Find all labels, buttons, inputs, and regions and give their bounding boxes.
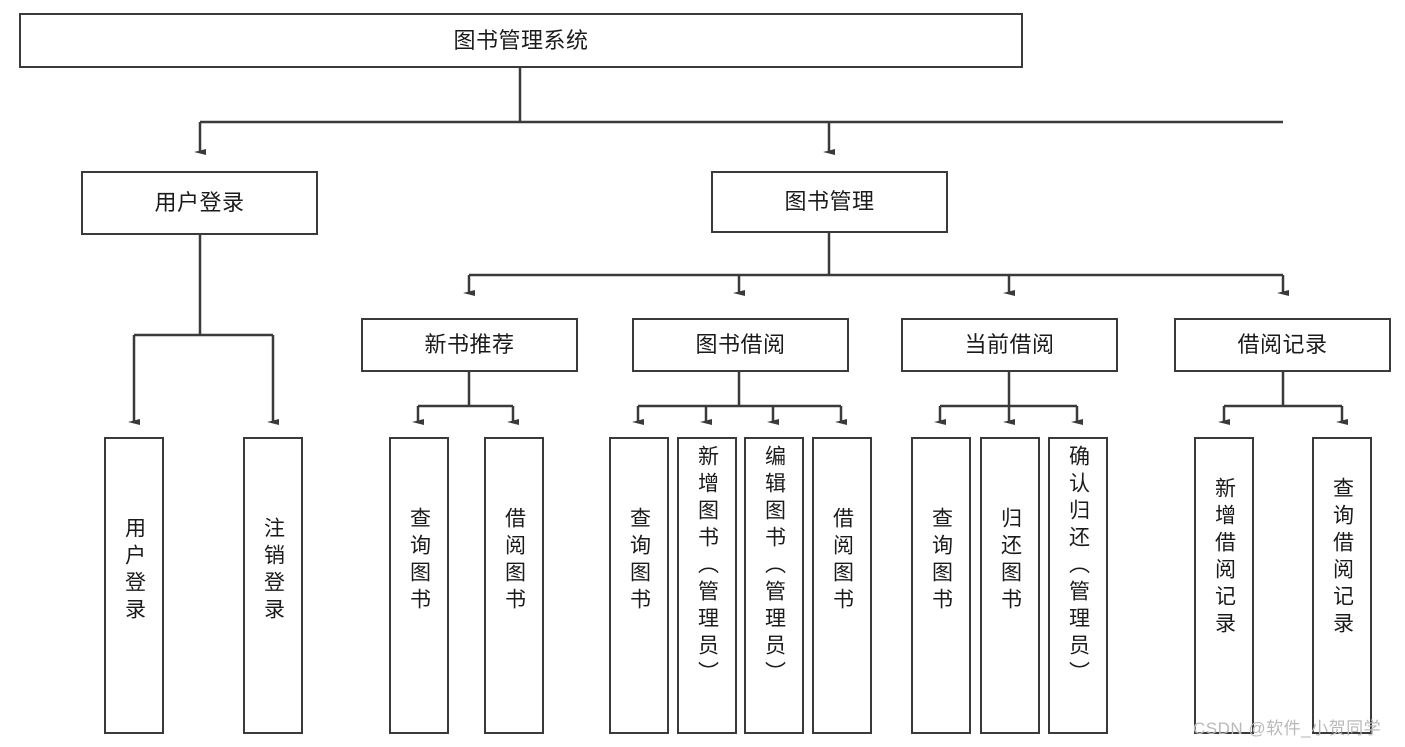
- leaf-user-login-0[interactable]: 用户登录: [104, 437, 164, 734]
- leaf-current-borrow-2-label: 确认归还（管理员）: [1066, 445, 1090, 688]
- node-root[interactable]: 图书管理系统: [19, 13, 1023, 68]
- node-current-borrow[interactable]: 当前借阅: [901, 318, 1118, 372]
- node-book-manage-label: 图书管理: [784, 189, 875, 215]
- node-root-label: 图书管理系统: [453, 27, 589, 53]
- leaf-current-borrow-1-label: 归还图书: [998, 507, 1022, 615]
- leaf-book-borrow-1[interactable]: 新增图书（管理员）: [677, 437, 737, 734]
- leaf-user-login-1-label: 注销登录: [261, 517, 285, 625]
- node-new-book-rec-label: 新书推荐: [424, 332, 515, 358]
- leaf-current-borrow-1[interactable]: 归还图书: [980, 437, 1040, 734]
- leaf-new-book-rec-1-label: 借阅图书: [502, 507, 526, 615]
- leaf-borrow-record-0[interactable]: 新增借阅记录: [1194, 437, 1254, 734]
- leaf-new-book-rec-0[interactable]: 查询图书: [389, 437, 449, 734]
- leaf-book-borrow-0[interactable]: 查询图书: [609, 437, 669, 734]
- leaf-book-borrow-0-label: 查询图书: [627, 507, 651, 615]
- leaf-book-borrow-2[interactable]: 编辑图书（管理员）: [744, 437, 804, 734]
- node-book-borrow-label: 图书借阅: [695, 332, 786, 358]
- leaf-book-borrow-1-label: 新增图书（管理员）: [695, 445, 719, 688]
- node-current-borrow-label: 当前借阅: [964, 332, 1055, 358]
- csdn-watermark: CSDN @软件_小贺同学: [1193, 719, 1382, 738]
- leaf-borrow-record-0-label: 新增借阅记录: [1212, 477, 1236, 639]
- node-new-book-rec[interactable]: 新书推荐: [361, 318, 578, 372]
- node-borrow-record[interactable]: 借阅记录: [1174, 318, 1391, 372]
- node-user-login[interactable]: 用户登录: [81, 171, 318, 235]
- node-book-borrow[interactable]: 图书借阅: [632, 318, 849, 372]
- leaf-new-book-rec-0-label: 查询图书: [407, 507, 431, 615]
- leaf-book-borrow-2-label: 编辑图书（管理员）: [762, 445, 786, 688]
- leaf-borrow-record-1[interactable]: 查询借阅记录: [1312, 437, 1372, 734]
- leaf-new-book-rec-1[interactable]: 借阅图书: [484, 437, 544, 734]
- leaf-current-borrow-2[interactable]: 确认归还（管理员）: [1048, 437, 1108, 734]
- leaf-user-login-0-label: 用户登录: [122, 517, 146, 625]
- leaf-user-login-1[interactable]: 注销登录: [243, 437, 303, 734]
- leaf-borrow-record-1-label: 查询借阅记录: [1330, 477, 1354, 639]
- leaf-book-borrow-3[interactable]: 借阅图书: [812, 437, 872, 734]
- node-user-login-label: 用户登录: [154, 190, 245, 216]
- leaf-book-borrow-3-label: 借阅图书: [830, 507, 854, 615]
- node-book-manage[interactable]: 图书管理: [711, 171, 948, 233]
- node-borrow-record-label: 借阅记录: [1237, 332, 1328, 358]
- leaf-current-borrow-0[interactable]: 查询图书: [911, 437, 971, 734]
- leaf-current-borrow-0-label: 查询图书: [929, 507, 953, 615]
